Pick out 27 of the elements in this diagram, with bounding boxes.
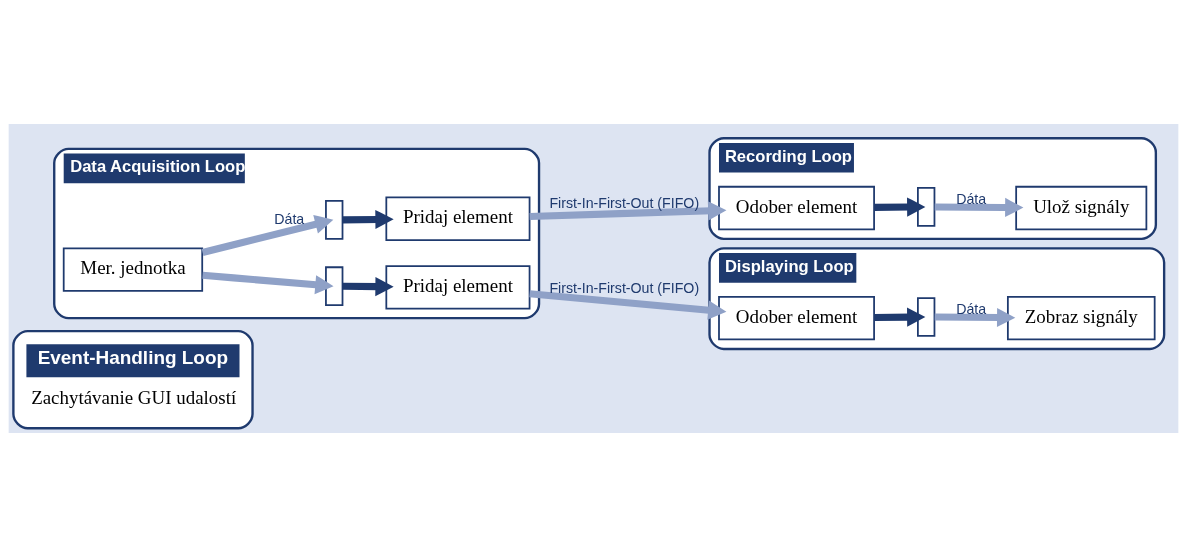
arrow [874, 307, 926, 327]
edge-label: Dáta [956, 191, 987, 208]
node-box [325, 200, 344, 240]
arrow [342, 209, 394, 230]
node-box: Zobraz signály [1007, 295, 1156, 341]
edge-label: First-In-First-Out (FIFO) [549, 279, 700, 296]
node-box: Mer. jednotka [62, 247, 204, 292]
node-box: Pridaj element [385, 196, 531, 241]
arrow [934, 307, 1016, 328]
edge-label: First-In-First-Out (FIFO) [549, 194, 700, 211]
arrow [529, 290, 727, 320]
arrow [201, 214, 334, 256]
edge-label: Dáta [274, 211, 305, 228]
edge-label: Dáta [956, 301, 987, 318]
arrow [202, 271, 334, 295]
node-box [917, 297, 936, 337]
node-box [917, 187, 936, 227]
arrow [342, 277, 394, 297]
arrow [529, 201, 727, 221]
node-box: Odober element [718, 295, 875, 341]
arrow [874, 197, 926, 217]
arrow [934, 197, 1024, 218]
node-box: Event-Handling Loop Zachytávanie GUI udalostí [12, 330, 254, 430]
node-box: Ulož signály [1015, 185, 1148, 231]
node-box [325, 266, 344, 307]
node-box: Pridaj element [385, 265, 531, 310]
node-box: Odober element [718, 185, 875, 231]
